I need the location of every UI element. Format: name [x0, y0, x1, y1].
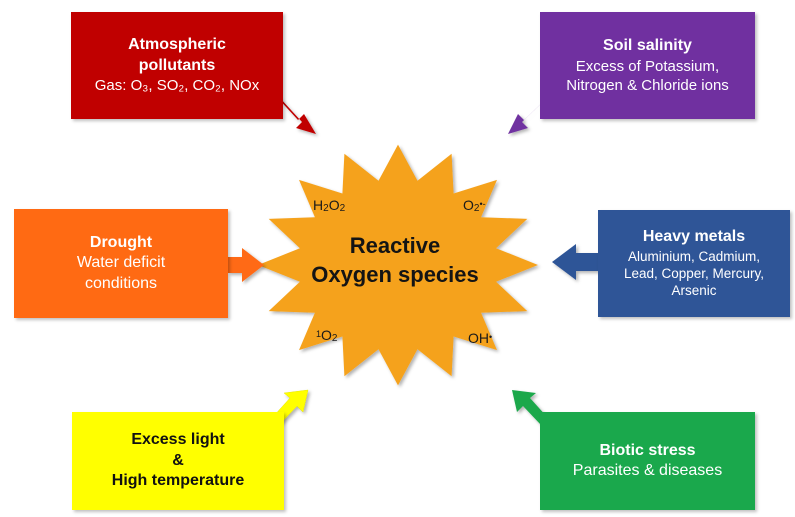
- box-heavy-metals: Heavy metals Aluminium, Cadmium, Lead, C…: [598, 210, 790, 317]
- soil-line1: Excess of Potassium,: [575, 57, 720, 75]
- species-hydroxyl: OH•: [468, 330, 493, 346]
- box-soil-salinity: Soil salinity Excess of Potassium, Nitro…: [540, 12, 755, 119]
- atmospheric-title-line1: Atmospheric: [128, 36, 226, 54]
- atmospheric-gas-line: Gas: O₃, SO₂, CO₂, NOx: [94, 77, 260, 95]
- arrow-soil: [508, 97, 548, 134]
- drought-line2: conditions: [84, 274, 158, 292]
- heavy-metals-line1: Aluminium, Cadmium,: [627, 248, 761, 264]
- arrow-heavy-metals: [552, 244, 598, 280]
- arrow-biotic: [512, 390, 548, 425]
- species-h2o2: H2O2: [313, 197, 346, 214]
- drought-title: Drought: [89, 233, 153, 251]
- box-biotic-stress: Biotic stress Parasites & diseases: [540, 412, 755, 510]
- arrow-atmospheric: [276, 96, 316, 134]
- reactive-oxygen-star: [258, 144, 538, 386]
- heavy-metals-title: Heavy metals: [642, 228, 746, 246]
- soil-line2: Nitrogen & Chloride ions: [566, 76, 729, 94]
- box-excess-light: Excess light & High temperature: [72, 412, 284, 510]
- species-singlet-oxygen: 1O2: [316, 327, 338, 344]
- drought-line1: Water deficit: [76, 254, 166, 272]
- soil-title: Soil salinity: [603, 37, 692, 55]
- center-label-line2: Oxygen species: [311, 261, 479, 287]
- biotic-line1: Parasites & diseases: [572, 462, 723, 479]
- center-label: Reactive Oxygen species: [280, 232, 510, 289]
- excess-light-line3: High temperature: [111, 472, 245, 490]
- atmospheric-title-line2: pollutants: [138, 56, 216, 74]
- excess-light-line2: &: [172, 451, 184, 469]
- box-atmospheric-pollutants: Atmospheric pollutants Gas: O₃, SO₂, CO₂…: [71, 12, 283, 119]
- species-superoxide: O2•-: [463, 197, 486, 214]
- center-label-line1: Reactive: [349, 233, 441, 258]
- heavy-metals-line2: Lead, Copper, Mercury,: [623, 266, 765, 282]
- box-drought: Drought Water deficit conditions: [14, 209, 228, 318]
- heavy-metals-line3: Arsenic: [671, 283, 717, 299]
- biotic-title: Biotic stress: [599, 441, 696, 459]
- arrow-drought: [228, 248, 264, 282]
- excess-light-line1: Excess light: [131, 431, 225, 449]
